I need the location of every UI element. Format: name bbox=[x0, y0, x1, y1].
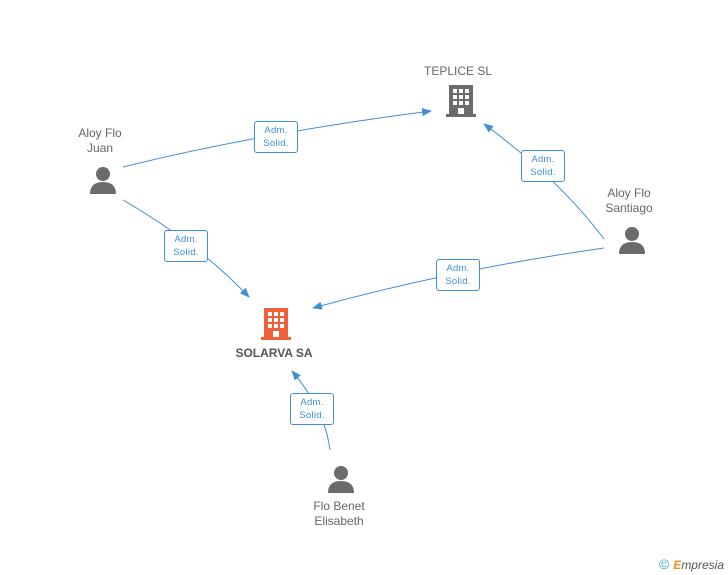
edge-badge-benet-solarva[interactable]: Adm. Solid. bbox=[290, 393, 334, 425]
badge-line1: Adm. bbox=[264, 125, 288, 136]
brand-name: mpresia bbox=[681, 558, 724, 572]
person-name-line2: Elisabeth bbox=[314, 514, 364, 528]
person-label-flo-benet[interactable]: Flo Benet Elisabeth bbox=[299, 499, 379, 529]
company-label-solarva[interactable]: SOLARVA SA bbox=[235, 346, 313, 360]
badge-line2: Solid. bbox=[173, 247, 199, 258]
person-name-line1: Aloy Flo bbox=[607, 186, 651, 200]
person-name-line1: Flo Benet bbox=[313, 499, 365, 513]
edge-badge-santiago-solarva[interactable]: Adm. Solid. bbox=[436, 259, 480, 291]
person-name-line2: Juan bbox=[86, 141, 114, 155]
copyright-icon: © bbox=[658, 556, 670, 572]
edge-badge-santiago-teplice[interactable]: Adm. Solid. bbox=[521, 150, 565, 182]
person-label-aloy-juan[interactable]: Aloy Flo Juan bbox=[60, 126, 140, 156]
person-icon[interactable] bbox=[89, 166, 117, 194]
building-icon[interactable] bbox=[261, 306, 291, 340]
person-name-line2: Santiago bbox=[605, 201, 653, 215]
company-label-teplice[interactable]: TEPLICE SL bbox=[423, 64, 493, 78]
brand-initial: E bbox=[673, 558, 682, 572]
badge-line2: Solid. bbox=[263, 138, 289, 149]
edge-badge-juan-solarva[interactable]: Adm. Solid. bbox=[164, 230, 208, 262]
empresia-brand: ©Empresia bbox=[659, 556, 724, 572]
building-icon[interactable] bbox=[446, 83, 476, 117]
edge-badge-juan-teplice[interactable]: Adm. Solid. bbox=[254, 121, 298, 153]
badge-line2: Solid. bbox=[299, 410, 325, 421]
person-icon[interactable] bbox=[327, 465, 355, 493]
badge-line1: Adm. bbox=[446, 263, 470, 274]
person-name-line1: Aloy Flo bbox=[78, 126, 122, 140]
badge-line1: Adm. bbox=[174, 234, 198, 245]
badge-line1: Adm. bbox=[300, 397, 324, 408]
person-label-aloy-santiago[interactable]: Aloy Flo Santiago bbox=[589, 186, 669, 216]
badge-line1: Adm. bbox=[531, 154, 555, 165]
person-icon[interactable] bbox=[618, 226, 646, 254]
badge-line2: Solid. bbox=[530, 167, 556, 178]
badge-line2: Solid. bbox=[445, 276, 471, 287]
